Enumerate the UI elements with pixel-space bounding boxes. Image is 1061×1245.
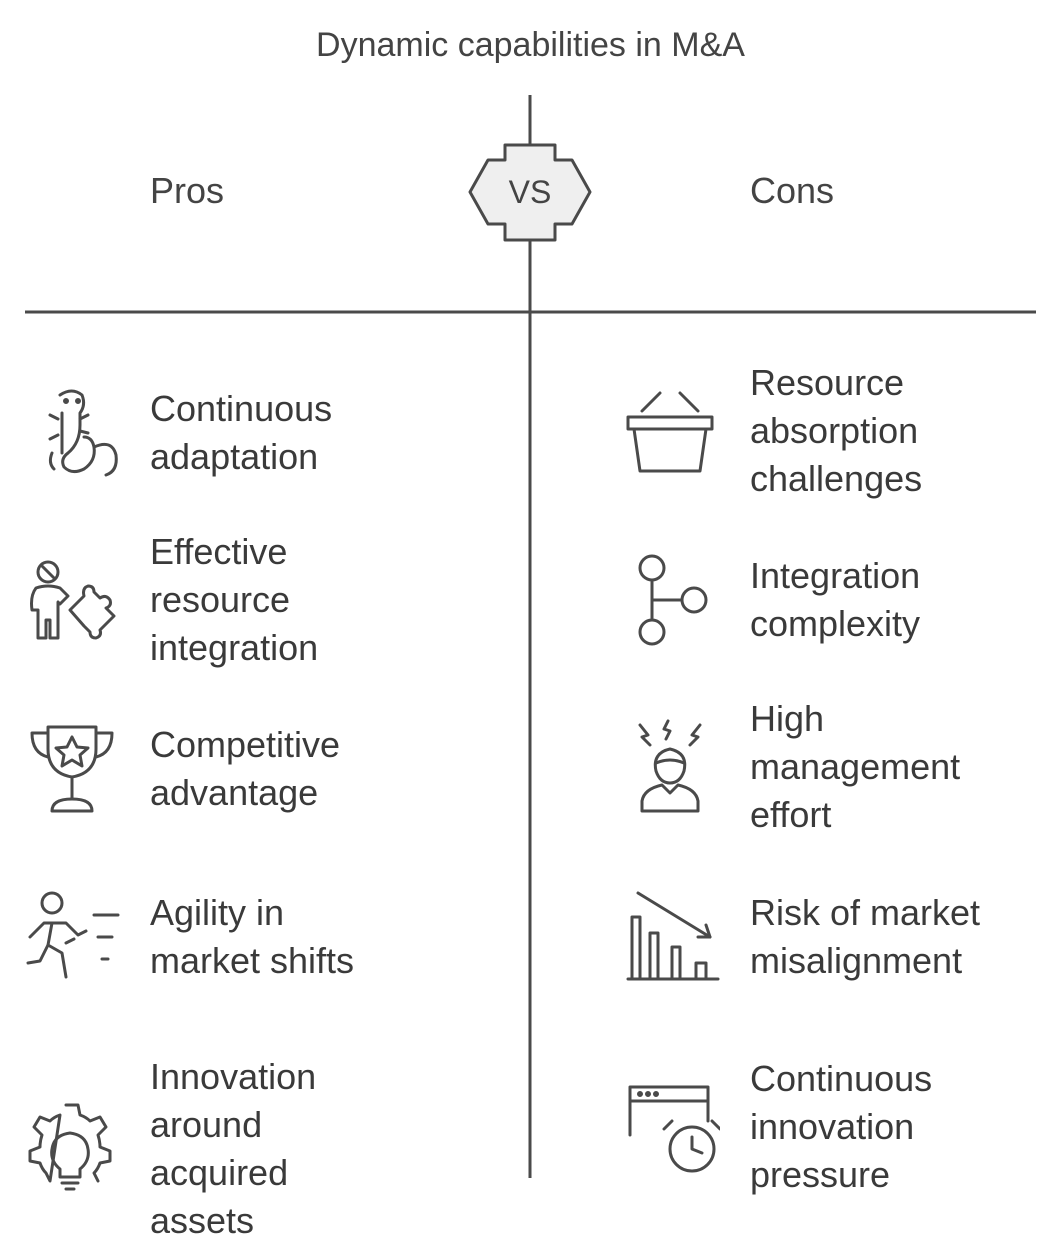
- pro-item-innovation-around-acquired-assets: Innovation around acquired assets: [22, 1053, 316, 1245]
- trophy-star-icon: [22, 719, 122, 819]
- con-label: Resource absorption challenges: [750, 362, 923, 499]
- pro-label: Agility in market shifts: [150, 892, 355, 981]
- con-label: Risk of market misalignment: [750, 892, 981, 981]
- cons-heading: Cons: [750, 170, 835, 211]
- pro-item-agility-in-market-shifts: Agility in market shifts: [22, 887, 354, 987]
- pro-label: Innovation around acquired assets: [150, 1056, 317, 1241]
- con-label: Continuous innovation pressure: [750, 1058, 933, 1195]
- running-person-icon: [22, 887, 122, 987]
- vs-badge: [468, 143, 592, 242]
- git-branch-icon: [620, 550, 720, 650]
- con-label: High management effort: [750, 698, 961, 835]
- con-item-integration-complexity: Integration complexity: [620, 550, 920, 650]
- pro-label: Effective resource integration: [150, 531, 319, 668]
- person-puzzle-icon: [22, 550, 122, 650]
- con-item-risk-of-market-misalignment: Risk of market misalignment: [620, 887, 980, 987]
- diagram-title: Dynamic capabilities in M&A: [316, 26, 745, 64]
- lizard-icon: [22, 383, 122, 483]
- con-item-high-management-effort: High management effort: [620, 695, 960, 839]
- con-label: Integration complexity: [750, 555, 921, 644]
- pros-heading: Pros: [150, 170, 225, 211]
- pro-item-competitive-advantage: Competitive advantage: [22, 719, 340, 819]
- declining-chart-icon: [620, 887, 720, 987]
- pro-label: Competitive advantage: [150, 724, 341, 813]
- pro-item-continuous-adaptation: Continuous adaptation: [22, 383, 332, 483]
- gear-lightbulb-icon: [22, 1099, 122, 1199]
- con-item-continuous-innovation-pressure: Continuous innovation pressure: [620, 1055, 932, 1199]
- pro-label: Continuous adaptation: [150, 388, 333, 477]
- basket-icon: [620, 381, 720, 481]
- pro-item-effective-resource-integration: Effective resource integration: [22, 528, 318, 672]
- vs-label: VS: [508, 174, 552, 210]
- con-item-resource-absorption-challenges: Resource absorption challenges: [620, 359, 922, 503]
- browser-clock-icon: [620, 1077, 720, 1177]
- stressed-person-icon: [620, 717, 720, 817]
